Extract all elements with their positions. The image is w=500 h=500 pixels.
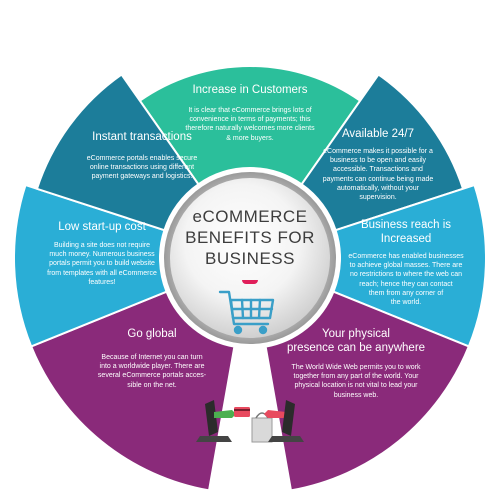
center-title-line: BENEFITS FOR (185, 228, 315, 247)
label-go-global: Go global Because of Internet you can tu… (82, 327, 222, 390)
segment-text: eCommerce makes it possible for a busine… (308, 147, 448, 202)
text-line: to achieve global masses. There are (349, 262, 463, 270)
text-line: accessible. Transactions and (333, 166, 423, 174)
title-line: Business reach is (360, 219, 452, 231)
segment-physical-presence (264, 290, 471, 492)
text-line: The World Wide Web permits you to work (291, 364, 421, 371)
hand-right-icon (264, 410, 286, 418)
text-line: automatically, without your (337, 184, 419, 192)
text-line: convenience in terms of payments; this (189, 116, 311, 124)
text-line: into a worldwide player. There are (99, 363, 205, 371)
text-line: online transactions using different (89, 164, 195, 172)
text-line: the world. (390, 299, 422, 307)
text-line: therefore naturally welcomes more client… (185, 125, 315, 133)
segment-instant-transactions (35, 73, 200, 232)
text-line: much money. Numerous business (49, 251, 155, 259)
title-line: Your physical (322, 328, 390, 340)
segment-title: Low start-up cost (58, 221, 146, 233)
title-line: Increased (380, 233, 432, 245)
text-line: features! (88, 278, 116, 286)
text-line: Building a site does not require (53, 242, 151, 249)
text-line: & more buyers. (226, 134, 274, 142)
text-line: together from any part of the world. You… (293, 373, 419, 381)
text-line: physical location is not vital to lead y… (294, 382, 418, 390)
segment-title: Instant transactions (92, 131, 192, 143)
segment-title: Increase in Customers (192, 84, 308, 96)
label-physical-presence: Your physical presence can be anywhere T… (276, 327, 436, 400)
text-line: business to be open and easily (329, 157, 427, 165)
laptop-icon (268, 400, 304, 442)
text-line: Because of Internet you can turn (101, 354, 203, 361)
segment-text: Because of Internet you can turn into a … (82, 353, 222, 390)
center-title-line: eCOMMERCE (192, 207, 308, 226)
laptop-icon (196, 400, 232, 442)
text-line: them from any corner of (368, 289, 444, 297)
label-increase-customers: Increase in Customers It is clear that e… (172, 83, 328, 143)
segment-title: Your physical presence can be anywhere (276, 327, 436, 355)
text-line: several eCommerce portals acces- (97, 372, 207, 380)
text-line: eCommerce has enabled businesses (348, 253, 464, 260)
credit-card-icon (234, 407, 250, 417)
segment-text: eCommerce has enabled businesses to achi… (336, 252, 476, 307)
center-title-line: BUSINESS (205, 249, 295, 268)
hand-left-icon (214, 410, 236, 418)
center-title: eCOMMERCE BENEFITS FOR BUSINESS (176, 206, 324, 269)
title-line: presence can be anywhere (286, 342, 426, 354)
label-low-startup: Low start-up cost Building a site does n… (32, 220, 172, 287)
text-line: It is clear that eCommerce brings lots o… (188, 107, 312, 114)
segment-title: Available 24/7 (341, 128, 415, 140)
text-line: business web. (333, 391, 379, 399)
text-line: reach; hence they can contact (359, 280, 453, 288)
segment-increase-customers (138, 65, 362, 186)
text-line: supervision. (359, 194, 397, 202)
text-line: from templates with all eCommerce (47, 269, 157, 277)
label-available-24-7: Available 24/7 eCommerce makes it possib… (308, 127, 448, 202)
text-line: portals permit you to build website (49, 260, 155, 268)
segment-text: eCommerce portals enables secure online … (72, 154, 212, 182)
text-line: eCommerce portals enables secure (86, 155, 198, 162)
segment-title: Business reach is Increased (336, 218, 476, 246)
segment-title: Go global (127, 328, 177, 340)
text-line: payment gateways and logistics. (91, 173, 193, 181)
segment-go-global (29, 290, 236, 492)
text-line: payments can continue being made (322, 175, 434, 183)
text-line: no restrictions to where the web can (349, 271, 463, 279)
segment-text: The World Wide Web permits you to work t… (276, 363, 436, 400)
text-line: eCommerce makes it possible for a (323, 148, 433, 155)
label-instant-transactions: Instant transactions eCommerce portals e… (72, 130, 212, 182)
text-line: sible on the net. (127, 381, 177, 389)
center-disc (170, 178, 330, 338)
segment-text: Building a site does not require much mo… (32, 241, 172, 287)
segment-low-startup (13, 183, 168, 348)
label-business-reach: Business reach is Increased eCommerce ha… (336, 218, 476, 307)
segment-text: It is clear that eCommerce brings lots o… (172, 106, 328, 143)
lips-icon (242, 280, 258, 284)
segment-available-24-7 (300, 73, 465, 232)
shopping-cart-icon (218, 290, 275, 335)
